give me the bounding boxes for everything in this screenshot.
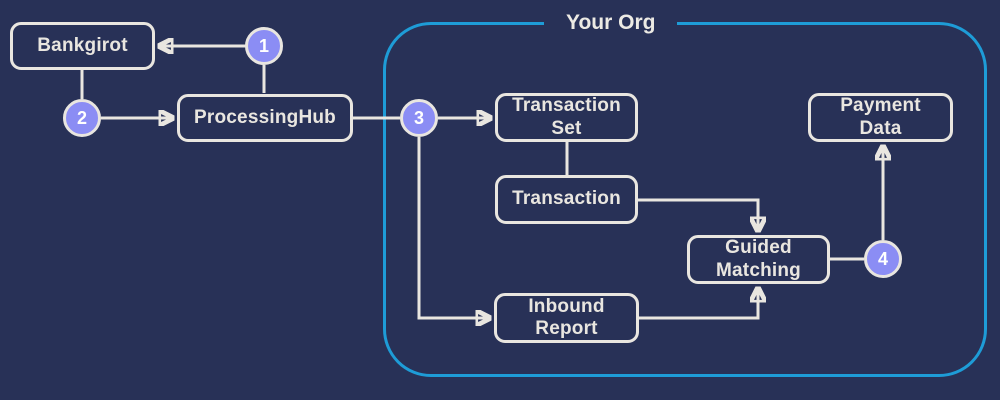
step-circle-1: 1 bbox=[245, 27, 283, 65]
node-bankgirot-label: Bankgirot bbox=[37, 34, 128, 56]
node-processing-hub: ProcessingHub bbox=[177, 94, 353, 142]
step-circle-4: 4 bbox=[864, 240, 902, 278]
node-transaction-label: Transaction bbox=[512, 188, 621, 210]
node-guided-matching: Guided Matching bbox=[687, 235, 830, 284]
node-inbound-report-label: Inbound Report bbox=[528, 295, 605, 339]
node-transaction-set-label: Transaction Set bbox=[512, 95, 621, 139]
step-circle-3: 3 bbox=[400, 99, 438, 137]
node-transaction-set: Transaction Set bbox=[495, 93, 638, 142]
node-processing-hub-label: ProcessingHub bbox=[194, 106, 336, 128]
node-payment-data: Payment Data bbox=[808, 93, 953, 142]
node-inbound-report: Inbound Report bbox=[494, 293, 639, 343]
your-org-label: Your Org bbox=[544, 9, 678, 37]
node-guided-matching-label: Guided Matching bbox=[716, 237, 801, 281]
node-transaction: Transaction bbox=[495, 175, 638, 224]
node-bankgirot: Bankgirot bbox=[10, 22, 155, 70]
step-circle-2: 2 bbox=[63, 99, 101, 137]
your-org-container: Your Org bbox=[383, 9, 987, 377]
node-payment-data-label: Payment Data bbox=[840, 95, 921, 139]
